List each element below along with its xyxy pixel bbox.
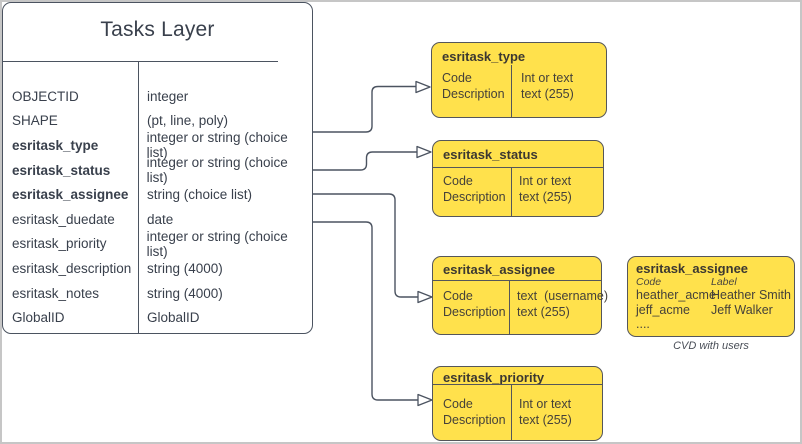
domain-box-esritask-type: esritask_type Code Description Int or te… [431,42,607,118]
table-row: esritask_type integer or string (choice … [3,130,312,161]
field-name: GlobalID [12,310,65,326]
domain-box-divider [433,280,601,281]
tasks-layer-title: Tasks Layer [100,18,215,41]
field-name: esritask_type [12,137,99,153]
field-type: string (choice list) [147,187,253,203]
table-row: esritask_duedate date [3,207,312,232]
domain-box-title: esritask_assignee [443,262,556,277]
domain-box-types: Int or text text (255) [521,71,574,101]
cvd-box-esritask-assignee: esritask_assignee Code Label heather_acm… [627,256,795,337]
arrowhead-icon [416,145,432,159]
list-item: jeff_acme Jeff Walker [636,303,773,318]
table-row: esritask_priority integer or string (cho… [3,228,312,259]
cvd-box-title: esritask_assignee [636,261,749,276]
domain-box-esritask-assignee: esritask_assignee Code Description text … [432,256,608,335]
cvd-code-header: Code [636,276,662,288]
domain-box-title: esritask_priority [443,370,545,385]
domain-box-divider [509,280,510,334]
cvd-label-header: Label [711,276,737,288]
domain-box-types: text (username) text (255) [517,289,609,319]
table-row: esritask_notes string (4000) [3,281,312,306]
table-row: SHAPE (pt, line, poly) [3,109,312,134]
field-name: OBJECTID [12,88,79,104]
table-row: esritask_status integer or string (choic… [3,155,312,186]
cvd-label: Jeff Walker [711,303,773,317]
field-type: integer or string (choice list) [146,228,288,259]
field-type: GlobalID [147,310,200,326]
domain-box-title: esritask_type [442,49,526,64]
table-row: esritask_description string (4000) [3,256,312,281]
field-type: (pt, line, poly) [147,113,229,129]
field-type: date [147,211,174,227]
tasks-layer-table: Tasks Layer OBJECTID integer SHAPE (pt, … [2,2,313,334]
domain-box-divider [511,384,512,440]
list-item: heather_acme Heather Smith [636,288,791,303]
field-name: esritask_assignee [12,187,129,203]
domain-box-title: esritask_status [443,147,538,162]
title-separator [3,61,278,62]
domain-box-types: Int or text text (255) [519,397,572,427]
field-type: string (4000) [147,260,223,276]
table-row: GlobalID GlobalID [3,305,312,330]
connector-esritask-type [313,85,416,133]
field-type: integer [147,88,189,104]
field-name: esritask_description [12,260,132,276]
domain-box-divider [433,384,602,385]
field-type: integer or string (choice list) [146,155,288,186]
field-name: SHAPE [12,113,58,129]
cvd-code: heather_acme [636,288,716,302]
cvd-code: jeff_acme [636,303,690,317]
domain-box-divider [511,167,512,216]
table-row: OBJECTID integer [3,84,312,109]
domain-box-divider [511,65,512,117]
tasks-layer-rows: OBJECTID integer SHAPE (pt, line, poly) … [3,84,312,330]
domain-box-types: Int or text text (255) [519,174,572,204]
field-name: esritask_duedate [12,211,115,227]
connector-esritask-priority [313,221,418,401]
field-name: esritask_notes [12,285,100,301]
arrowhead-icon [417,393,433,407]
column-divider [138,62,139,333]
domain-box-fields: Code Description [443,289,506,319]
field-name: esritask_priority [12,236,107,252]
connector-esritask-status [313,151,417,171]
connector-esritask-assignee [313,193,418,298]
cvd-caption: CVD with users [673,340,749,352]
arrowhead-icon [417,290,433,304]
domain-box-fields: Code Description [443,397,506,427]
cvd-rows: heather_acme Heather Smith jeff_acme Jef… [636,288,791,318]
cvd-label: Heather Smith [711,288,791,302]
cvd-ellipsis: .... [636,317,650,331]
cvd-column-headers: Code Label [636,276,737,288]
field-type: integer or string (choice list) [146,130,288,161]
domain-box-esritask-status: esritask_status Code Description Int or … [432,140,604,217]
domain-box-fields: Code Description [443,174,506,204]
domain-box-divider [433,167,603,168]
domain-box-esritask-priority: esritask_priority Code Description Int o… [432,366,603,441]
domain-box-fields: Code Description [442,71,505,101]
table-row: esritask_assignee string (choice list) [3,182,312,207]
field-name: esritask_status [12,162,111,178]
arrowhead-icon [415,80,431,94]
field-type: string (4000) [147,285,223,301]
